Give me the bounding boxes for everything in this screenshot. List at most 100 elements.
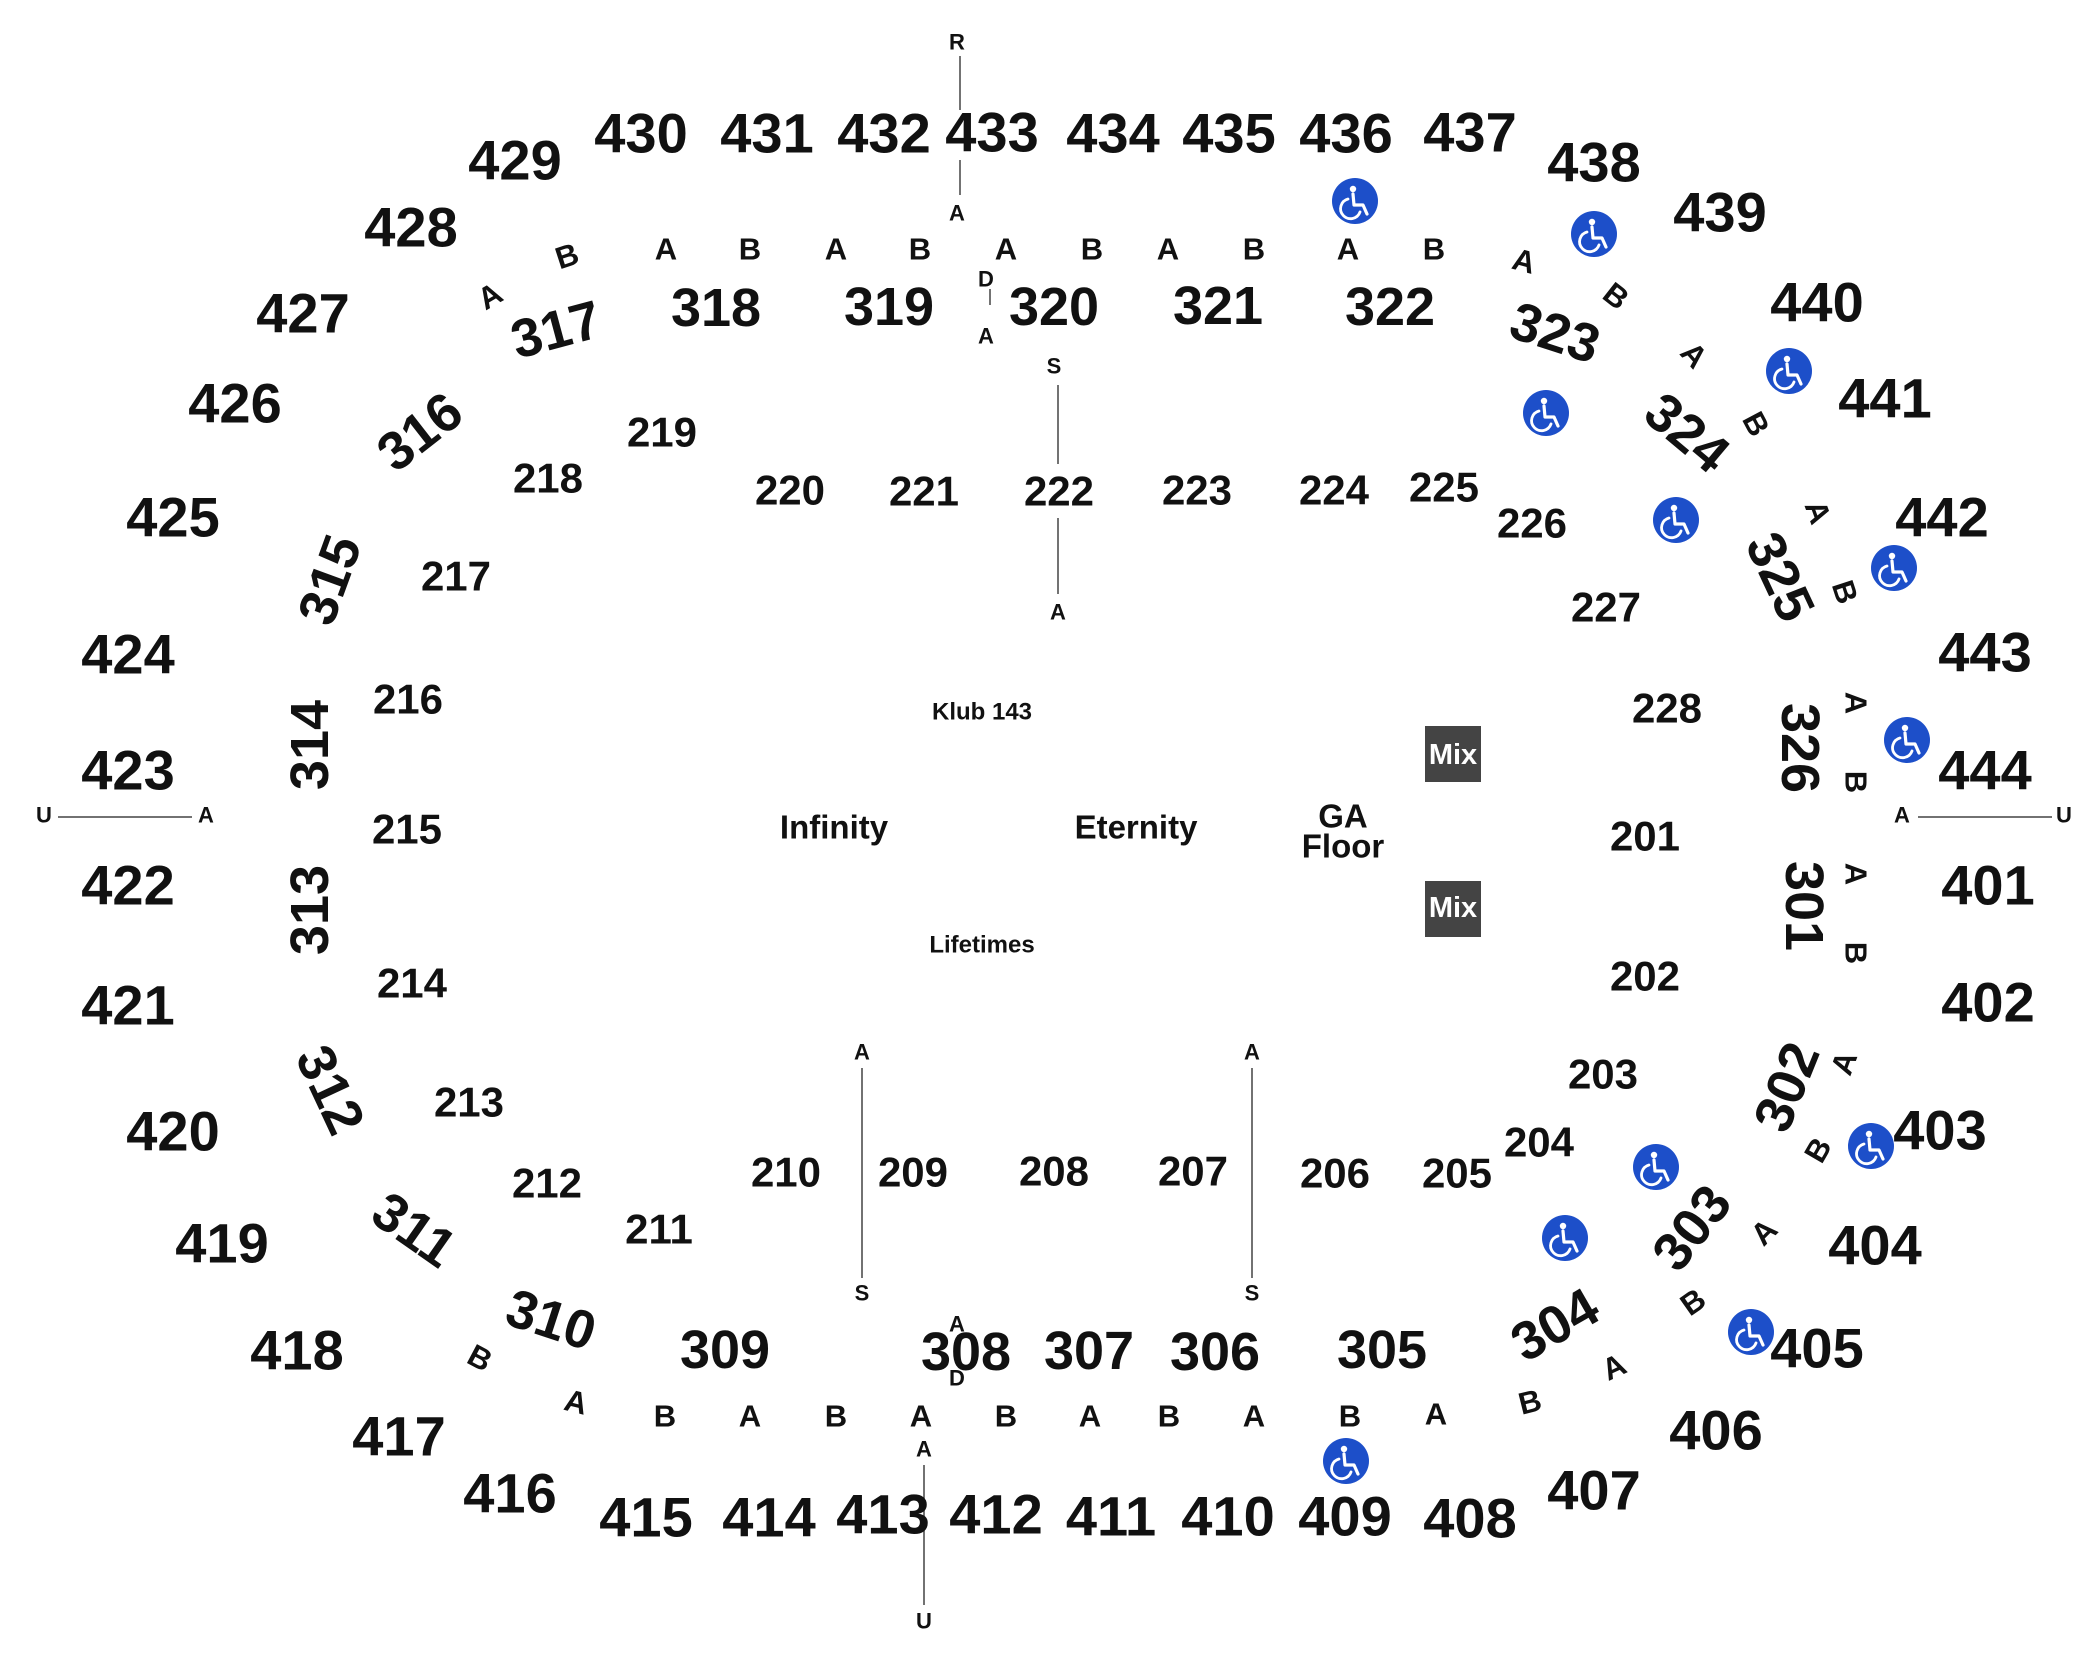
section-437[interactable]: 437 bbox=[1423, 101, 1516, 164]
section-414[interactable]: 414 bbox=[722, 1486, 815, 1549]
aisle-marker-1[interactable]: A bbox=[949, 201, 965, 226]
aisle-marker-9[interactable]: U bbox=[2056, 803, 2072, 828]
section-413[interactable]: 413 bbox=[836, 1483, 929, 1546]
row-marker-5[interactable]: B bbox=[909, 232, 931, 267]
section-227[interactable]: 227 bbox=[1571, 584, 1641, 631]
section-220[interactable]: 220 bbox=[755, 467, 825, 514]
section-219[interactable]: 219 bbox=[627, 409, 697, 456]
row-marker-8[interactable]: A bbox=[1157, 232, 1179, 267]
aisle-marker-16[interactable]: A bbox=[916, 1437, 932, 1462]
row-marker-23[interactable]: B bbox=[1797, 1132, 1839, 1169]
section-313[interactable]: 313 bbox=[280, 865, 340, 955]
section-217[interactable]: 217 bbox=[421, 553, 491, 600]
section-403[interactable]: 403 bbox=[1893, 1099, 1986, 1162]
row-marker-29[interactable]: B bbox=[1339, 1399, 1361, 1434]
section-427[interactable]: 427 bbox=[256, 282, 349, 345]
section-201[interactable]: 201 bbox=[1610, 813, 1680, 860]
mix-label-upper[interactable]: Mix bbox=[1429, 739, 1477, 771]
section-311[interactable]: 311 bbox=[361, 1180, 467, 1279]
section-214[interactable]: 214 bbox=[377, 960, 448, 1007]
section-419[interactable]: 419 bbox=[175, 1212, 268, 1275]
zone-eternity[interactable]: Eternity bbox=[1075, 809, 1199, 846]
row-marker-26[interactable]: A bbox=[1596, 1346, 1631, 1387]
section-411[interactable]: 411 bbox=[1066, 1485, 1156, 1548]
section-223[interactable]: 223 bbox=[1162, 467, 1232, 514]
section-315[interactable]: 315 bbox=[286, 527, 373, 632]
zone-infinity[interactable]: Infinity bbox=[780, 809, 889, 846]
section-431[interactable]: 431 bbox=[720, 102, 813, 165]
section-225[interactable]: 225 bbox=[1409, 464, 1479, 511]
aisle-marker-14[interactable]: A bbox=[949, 1312, 965, 1337]
section-317[interactable]: 317 bbox=[505, 289, 608, 370]
section-430[interactable]: 430 bbox=[594, 102, 687, 165]
section-424[interactable]: 424 bbox=[81, 623, 174, 686]
row-marker-24[interactable]: A bbox=[1744, 1212, 1785, 1253]
section-314[interactable]: 314 bbox=[280, 700, 340, 790]
section-305[interactable]: 305 bbox=[1337, 1320, 1427, 1380]
section-206[interactable]: 206 bbox=[1300, 1150, 1370, 1197]
row-marker-35[interactable]: B bbox=[825, 1399, 847, 1434]
section-222[interactable]: 222 bbox=[1024, 468, 1094, 515]
row-marker-11[interactable]: B bbox=[1423, 232, 1445, 267]
section-440[interactable]: 440 bbox=[1770, 271, 1863, 334]
section-208[interactable]: 208 bbox=[1019, 1148, 1089, 1195]
aisle-marker-4[interactable]: S bbox=[1047, 354, 1062, 379]
zone-ga-floor-line1[interactable]: GA bbox=[1318, 798, 1368, 835]
aisle-marker-7[interactable]: A bbox=[198, 803, 214, 828]
aisle-marker-12[interactable]: A bbox=[1244, 1040, 1260, 1065]
section-435[interactable]: 435 bbox=[1182, 102, 1275, 165]
aisle-marker-11[interactable]: S bbox=[855, 1281, 870, 1306]
section-323[interactable]: 323 bbox=[1503, 291, 1607, 376]
section-321[interactable]: 321 bbox=[1173, 276, 1263, 336]
row-marker-16[interactable]: A bbox=[1798, 495, 1839, 528]
row-marker-3[interactable]: B bbox=[739, 232, 761, 267]
row-marker-27[interactable]: B bbox=[1515, 1382, 1545, 1421]
section-444[interactable]: 444 bbox=[1938, 739, 2031, 802]
section-304[interactable]: 304 bbox=[1501, 1276, 1609, 1373]
section-405[interactable]: 405 bbox=[1770, 1317, 1863, 1380]
row-marker-14[interactable]: A bbox=[1674, 335, 1715, 375]
section-322[interactable]: 322 bbox=[1345, 277, 1435, 337]
section-423[interactable]: 423 bbox=[81, 739, 174, 802]
section-306[interactable]: 306 bbox=[1170, 1322, 1260, 1382]
zone-lifetimes[interactable]: Lifetimes bbox=[929, 932, 1034, 959]
aisle-marker-10[interactable]: A bbox=[854, 1040, 870, 1065]
section-203[interactable]: 203 bbox=[1568, 1051, 1638, 1098]
section-312[interactable]: 312 bbox=[284, 1036, 376, 1143]
section-318[interactable]: 318 bbox=[671, 278, 761, 338]
section-443[interactable]: 443 bbox=[1938, 621, 2031, 684]
section-303[interactable]: 303 bbox=[1641, 1174, 1744, 1282]
row-marker-15[interactable]: B bbox=[1735, 406, 1776, 442]
section-319[interactable]: 319 bbox=[844, 277, 934, 337]
section-205[interactable]: 205 bbox=[1422, 1150, 1492, 1197]
row-marker-21[interactable]: B bbox=[1839, 942, 1874, 964]
row-marker-0[interactable]: A bbox=[472, 275, 509, 317]
row-marker-30[interactable]: A bbox=[1243, 1399, 1265, 1434]
section-434[interactable]: 434 bbox=[1066, 102, 1159, 165]
section-221[interactable]: 221 bbox=[889, 468, 959, 515]
aisle-marker-5[interactable]: A bbox=[1050, 600, 1066, 625]
section-324[interactable]: 324 bbox=[1633, 381, 1741, 485]
row-marker-9[interactable]: B bbox=[1243, 232, 1265, 267]
section-308[interactable]: 308 bbox=[921, 1322, 1011, 1382]
section-410[interactable]: 410 bbox=[1181, 1485, 1274, 1548]
section-439[interactable]: 439 bbox=[1673, 181, 1766, 244]
section-204[interactable]: 204 bbox=[1504, 1119, 1575, 1166]
section-216[interactable]: 216 bbox=[373, 676, 443, 723]
section-207[interactable]: 207 bbox=[1158, 1148, 1228, 1195]
zone-ga-floor-line2[interactable]: Floor bbox=[1302, 828, 1385, 865]
section-301[interactable]: 301 bbox=[1774, 861, 1834, 951]
section-426[interactable]: 426 bbox=[188, 372, 281, 435]
section-425[interactable]: 425 bbox=[126, 486, 219, 549]
aisle-marker-15[interactable]: D bbox=[949, 1366, 965, 1391]
zone-klub-143[interactable]: Klub 143 bbox=[932, 699, 1032, 726]
section-210[interactable]: 210 bbox=[751, 1149, 821, 1196]
section-325[interactable]: 325 bbox=[1734, 523, 1826, 630]
row-marker-7[interactable]: B bbox=[1081, 232, 1103, 267]
section-302[interactable]: 302 bbox=[1742, 1034, 1831, 1140]
aisle-marker-8[interactable]: A bbox=[1894, 803, 1910, 828]
row-marker-22[interactable]: A bbox=[1824, 1046, 1865, 1079]
row-marker-10[interactable]: A bbox=[1337, 232, 1359, 267]
row-marker-13[interactable]: B bbox=[1596, 275, 1635, 316]
section-307[interactable]: 307 bbox=[1044, 1321, 1134, 1381]
